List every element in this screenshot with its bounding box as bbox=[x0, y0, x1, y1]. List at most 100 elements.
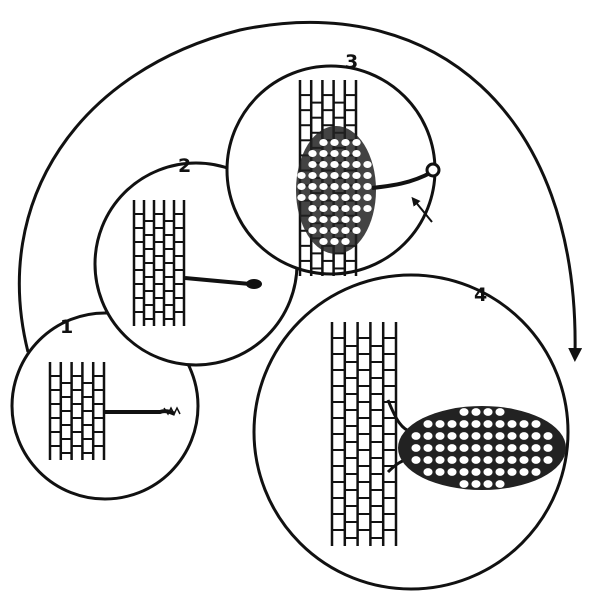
cell bbox=[341, 150, 349, 157]
cell bbox=[330, 238, 338, 245]
cell bbox=[447, 456, 456, 464]
cell bbox=[495, 444, 504, 452]
cell bbox=[330, 161, 338, 168]
cell bbox=[435, 468, 444, 476]
cell bbox=[341, 183, 349, 190]
cell bbox=[495, 432, 504, 440]
cell bbox=[459, 480, 468, 488]
cell bbox=[308, 194, 316, 201]
cell bbox=[435, 432, 444, 440]
cell bbox=[411, 444, 420, 452]
cell bbox=[459, 408, 468, 416]
cell bbox=[543, 444, 552, 452]
cell bbox=[363, 161, 371, 168]
cell bbox=[495, 408, 504, 416]
cell bbox=[352, 161, 360, 168]
cell bbox=[519, 444, 528, 452]
cell bbox=[471, 432, 480, 440]
cell bbox=[308, 183, 316, 190]
cell bbox=[459, 432, 468, 440]
cell bbox=[471, 408, 480, 416]
cell bbox=[495, 420, 504, 428]
cell bbox=[411, 456, 420, 464]
cell bbox=[341, 194, 349, 201]
cell bbox=[297, 172, 305, 179]
cell bbox=[447, 420, 456, 428]
cell bbox=[330, 183, 338, 190]
cell bbox=[352, 194, 360, 201]
cell bbox=[308, 205, 316, 212]
cell bbox=[435, 456, 444, 464]
cell bbox=[507, 456, 516, 464]
cell bbox=[519, 468, 528, 476]
cell bbox=[352, 183, 360, 190]
cell bbox=[319, 172, 327, 179]
cell bbox=[531, 468, 540, 476]
cell bbox=[483, 432, 492, 440]
cell bbox=[507, 444, 516, 452]
cell bbox=[507, 420, 516, 428]
cell bbox=[483, 408, 492, 416]
cell bbox=[447, 432, 456, 440]
cell bbox=[308, 172, 316, 179]
cell bbox=[471, 444, 480, 452]
cell bbox=[341, 172, 349, 179]
cell bbox=[308, 161, 316, 168]
cell bbox=[471, 420, 480, 428]
cell bbox=[308, 227, 316, 234]
cell bbox=[319, 227, 327, 234]
cell bbox=[483, 444, 492, 452]
cell bbox=[423, 444, 432, 452]
cell bbox=[352, 216, 360, 223]
step-label-1: 1 bbox=[60, 316, 73, 338]
cell bbox=[319, 139, 327, 146]
cell bbox=[297, 194, 305, 201]
cell bbox=[531, 420, 540, 428]
cell bbox=[447, 444, 456, 452]
cell bbox=[308, 150, 316, 157]
cell bbox=[459, 420, 468, 428]
cell bbox=[483, 456, 492, 464]
cell bbox=[341, 161, 349, 168]
step-4-panel bbox=[254, 275, 568, 589]
cell bbox=[341, 216, 349, 223]
infection-thread-3-tip bbox=[427, 164, 439, 176]
cell bbox=[459, 444, 468, 452]
cell bbox=[471, 456, 480, 464]
cell bbox=[319, 183, 327, 190]
step-label-2: 2 bbox=[178, 155, 191, 177]
cell bbox=[352, 172, 360, 179]
cell bbox=[330, 139, 338, 146]
cell bbox=[411, 432, 420, 440]
cell bbox=[435, 444, 444, 452]
cell bbox=[423, 420, 432, 428]
cell bbox=[352, 150, 360, 157]
cell bbox=[319, 238, 327, 245]
cell bbox=[459, 456, 468, 464]
step-3-panel bbox=[227, 66, 439, 276]
cell bbox=[435, 420, 444, 428]
cell bbox=[352, 139, 360, 146]
cell bbox=[507, 432, 516, 440]
cell bbox=[363, 183, 371, 190]
cell bbox=[330, 150, 338, 157]
cell bbox=[341, 238, 349, 245]
cell bbox=[531, 456, 540, 464]
cell bbox=[341, 227, 349, 234]
cell bbox=[319, 161, 327, 168]
cell bbox=[483, 468, 492, 476]
cell bbox=[519, 456, 528, 464]
cell bbox=[330, 227, 338, 234]
cell bbox=[519, 420, 528, 428]
cell bbox=[483, 480, 492, 488]
cell bbox=[495, 456, 504, 464]
cell bbox=[319, 205, 327, 212]
cell bbox=[330, 172, 338, 179]
cell bbox=[308, 216, 316, 223]
cell bbox=[471, 468, 480, 476]
cell bbox=[495, 468, 504, 476]
cell bbox=[471, 480, 480, 488]
cell bbox=[352, 205, 360, 212]
cell bbox=[447, 468, 456, 476]
